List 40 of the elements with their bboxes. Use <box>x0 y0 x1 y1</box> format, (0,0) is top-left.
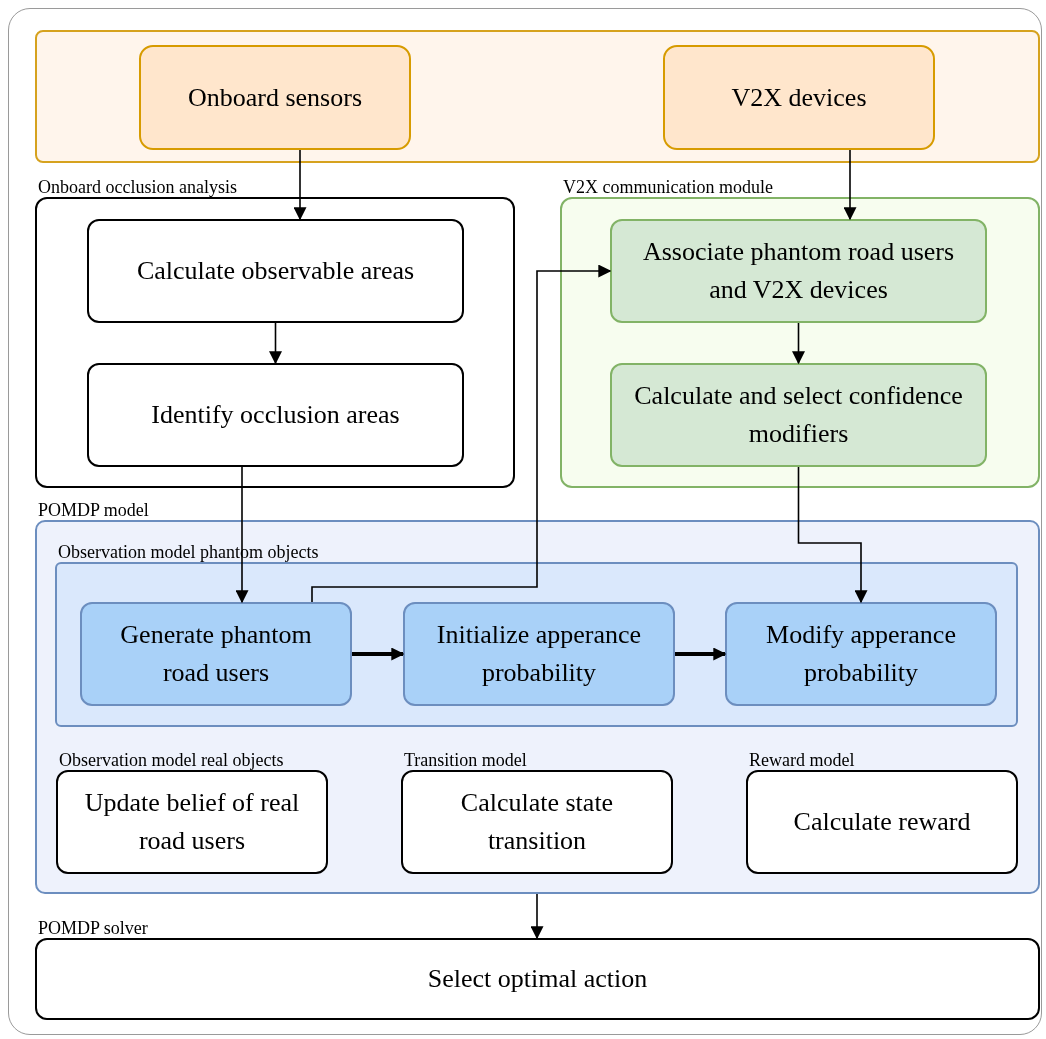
arrow-connector <box>843 149 857 221</box>
group-heading: Onboard occlusion analysis <box>38 177 237 197</box>
box-label: Generate phantom road users <box>119 619 313 689</box>
process-box <box>725 602 997 706</box>
box-label: Select optimal action <box>426 963 649 995</box>
box-label: Identify occlusion areas <box>150 399 401 431</box>
box-label: V2X devices <box>730 81 868 114</box>
group-heading: Observation model real objects <box>59 750 284 770</box>
arrow-connector <box>797 466 868 604</box>
group-heading: POMDP solver <box>38 918 148 938</box>
arrow-connector <box>269 322 282 365</box>
process-box <box>80 602 352 706</box>
arrow-connector <box>792 322 805 365</box>
box-label: Calculate state transition <box>459 787 615 857</box>
group-heading: V2X communication module <box>563 177 773 197</box>
box-label: Initialize apperance probability <box>435 619 643 689</box>
source-box <box>139 45 411 150</box>
arrow-connector <box>235 466 249 604</box>
arrow-connector <box>352 647 405 661</box>
source-box <box>663 45 935 150</box>
box-label: Calculate and select confidence modifiers <box>633 380 964 450</box>
box-label: Calculate reward <box>792 806 972 838</box>
process-box <box>87 363 464 467</box>
box-label: Modify apperance probability <box>765 619 957 689</box>
box-label: Calculate observable areas <box>135 255 416 287</box>
group-heading: POMDP model <box>38 500 149 520</box>
arrow-connector <box>311 264 612 603</box>
source-band <box>35 30 1040 163</box>
box-label: Associate phantom road users and V2X devices <box>641 236 956 306</box>
box-label: Update belief of real road users <box>83 787 301 857</box>
process-box <box>87 219 464 323</box>
box-label: Onboard sensors <box>187 81 363 114</box>
group-heading: Reward model <box>749 750 855 770</box>
arrow-connector <box>530 893 544 940</box>
process-box <box>610 219 987 323</box>
arrow-connector <box>293 149 307 221</box>
group-heading: Transition model <box>404 750 527 770</box>
process-box <box>403 602 675 706</box>
arrow-connector <box>675 647 727 661</box>
process-box <box>610 363 987 467</box>
